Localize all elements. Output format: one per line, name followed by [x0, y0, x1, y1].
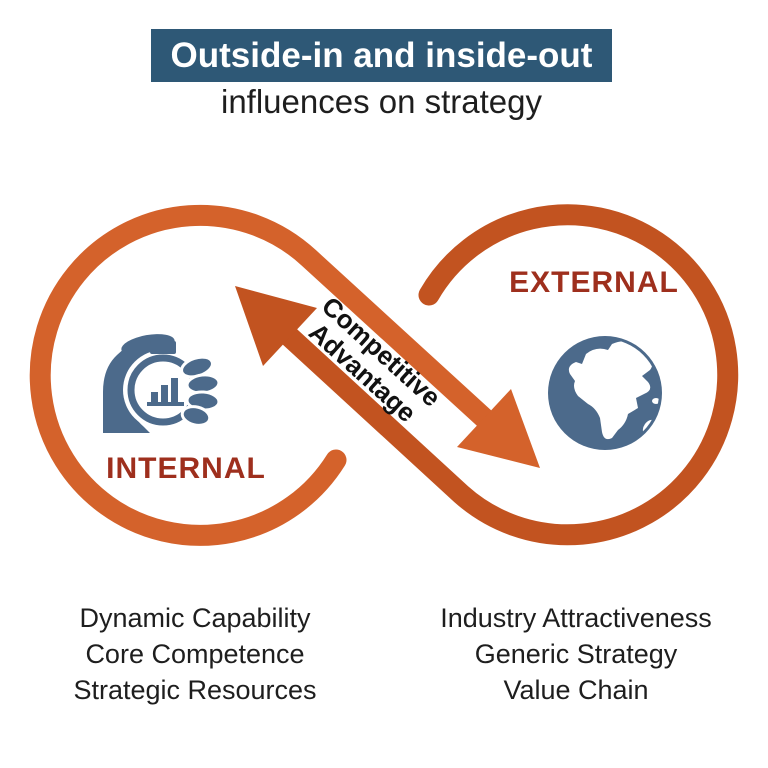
list-item: Generic Strategy [474, 639, 678, 669]
subtitle-text: influences on strategy [220, 83, 543, 120]
arrow-to-external-head [457, 389, 540, 468]
title-text: Outside-in and inside-out [170, 35, 593, 75]
list-item: Value Chain [503, 675, 649, 705]
list-item: Industry Attractiveness [440, 603, 712, 633]
left-loop-path [29, 204, 495, 546]
globe-icon [548, 336, 662, 450]
subtitle: influences on strategy [151, 83, 612, 120]
list-item: Strategic Resources [73, 675, 317, 705]
list-item: Dynamic Capability [79, 603, 311, 633]
list-item: Core Competence [85, 639, 305, 669]
external-label: EXTERNAL [509, 266, 679, 299]
arrow-to-internal-head [235, 286, 317, 366]
bar-chart-glyph [147, 378, 184, 406]
external-factors-list: Industry Attractiveness Generic Strategy… [421, 600, 731, 708]
internal-label: INTERNAL [106, 452, 266, 485]
right-loop-path [279, 204, 739, 546]
hand-lens-chart-icon [103, 334, 221, 433]
title-banner: Outside-in and inside-out [151, 29, 612, 82]
internal-factors-list: Dynamic Capability Core Competence Strat… [40, 600, 350, 708]
